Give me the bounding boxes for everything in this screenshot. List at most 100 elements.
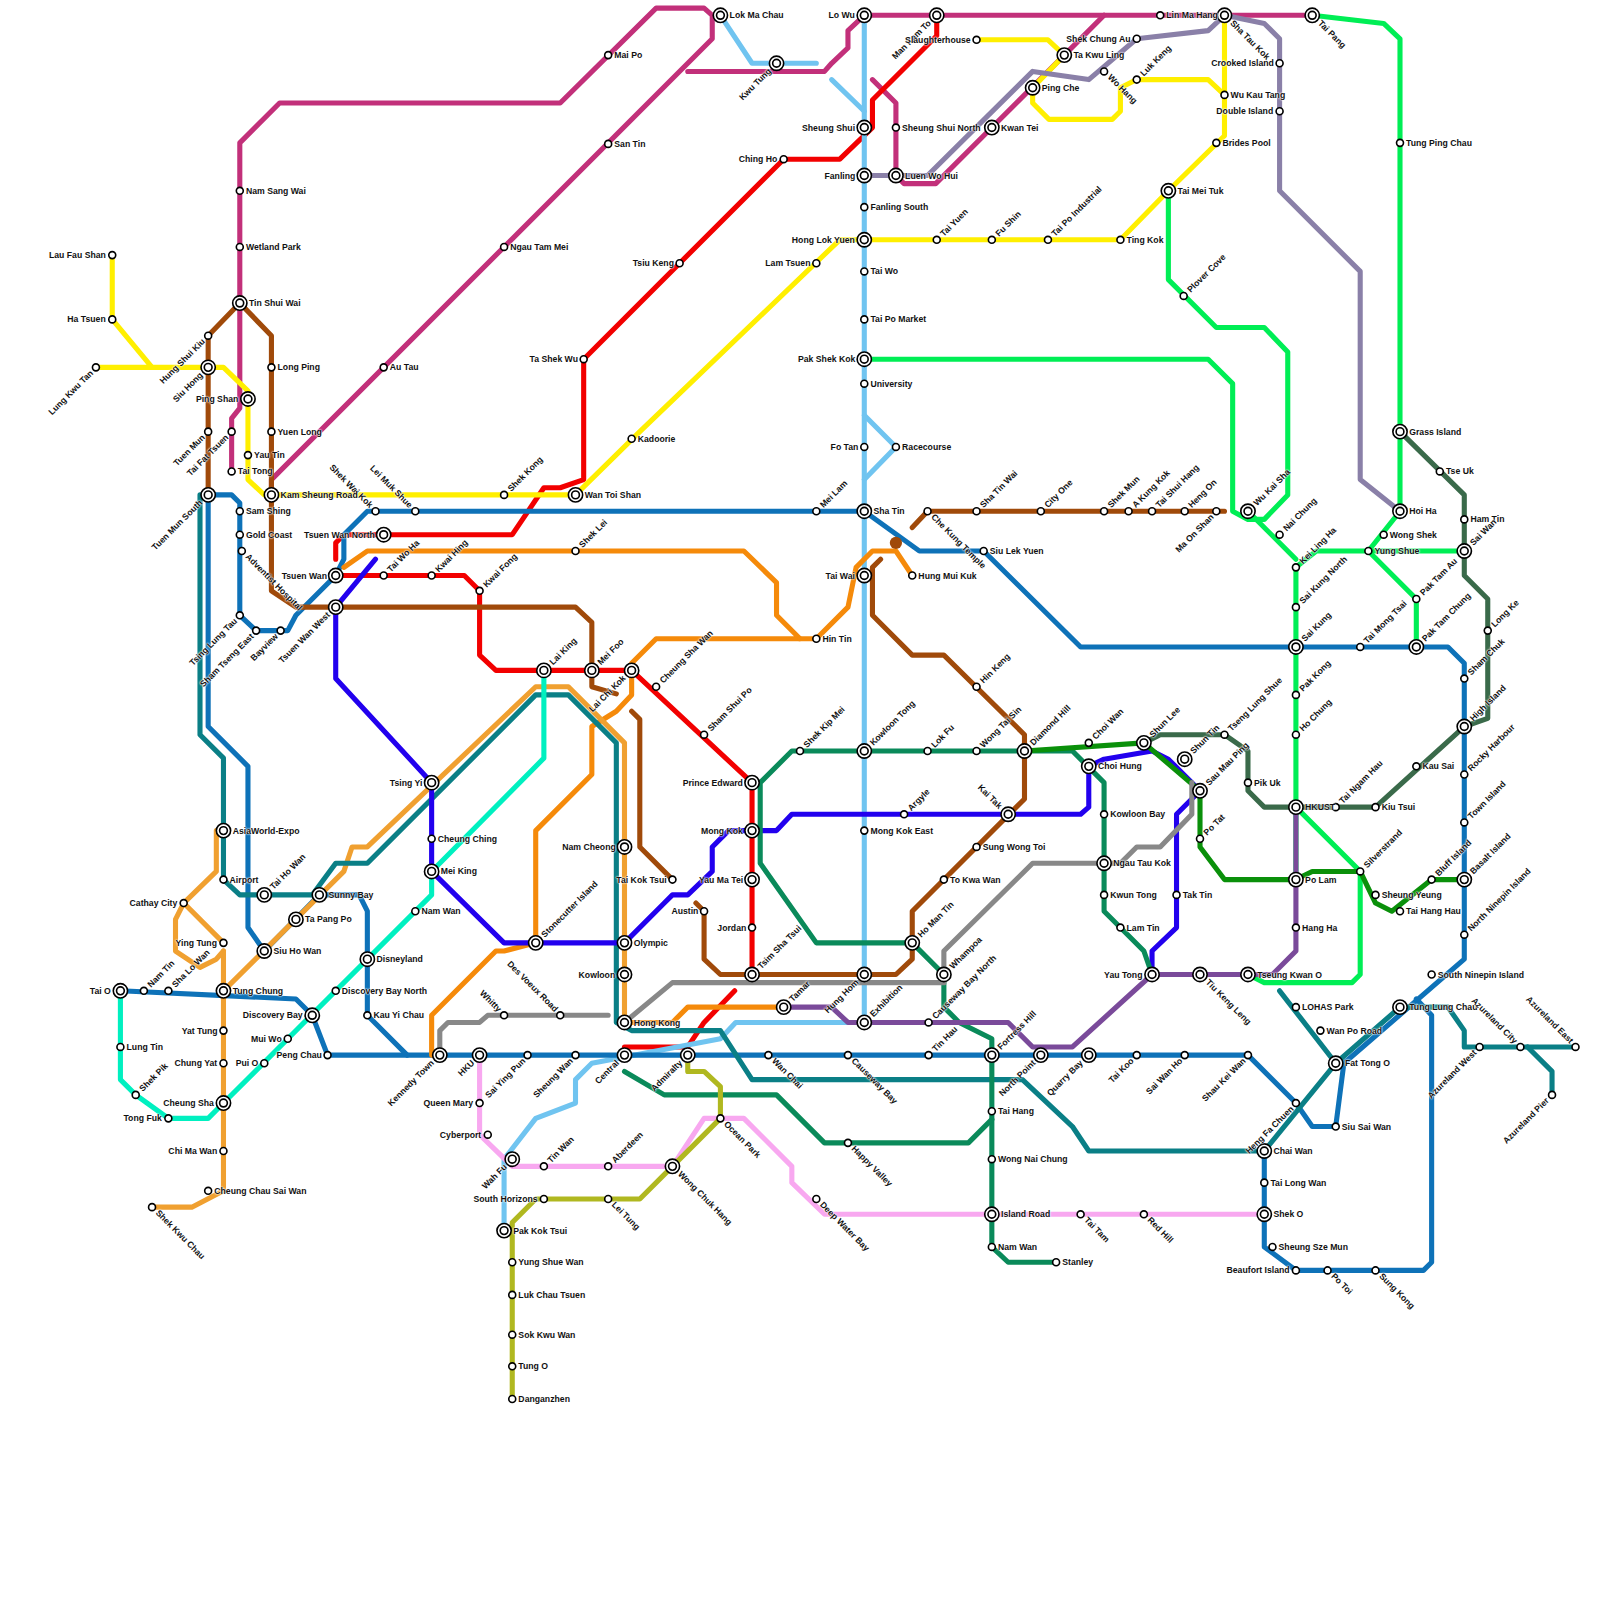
station-label: Mai Po bbox=[614, 51, 642, 60]
station-dot bbox=[1484, 627, 1491, 634]
station-label: Tai O bbox=[90, 986, 111, 995]
station-dot bbox=[509, 1396, 516, 1403]
metro-line bbox=[832, 80, 865, 112]
station-label: Beaufort Island bbox=[1227, 1266, 1290, 1275]
interchange-symbol bbox=[1026, 81, 1040, 95]
station-label: Sau Mau Ping bbox=[1204, 740, 1250, 786]
station-label: Exhibition bbox=[868, 983, 904, 1019]
station-label: Cheung Ching bbox=[438, 834, 497, 843]
station-label: Cyberport bbox=[440, 1130, 481, 1139]
interchange-symbol bbox=[236, 299, 244, 307]
station-dot bbox=[765, 1052, 772, 1059]
interchange-symbol bbox=[1004, 810, 1012, 818]
station-dot bbox=[509, 1363, 516, 1370]
station-dot bbox=[1133, 1052, 1140, 1059]
station-label: Lam Tsuen bbox=[765, 259, 810, 268]
station-label: Yau Tong bbox=[1104, 970, 1142, 979]
station-label: Tai Tong bbox=[238, 467, 273, 476]
interchange-symbol bbox=[505, 1152, 519, 1166]
metro-line bbox=[336, 511, 1465, 1126]
interchange-symbol bbox=[424, 864, 438, 878]
interchange-symbol bbox=[745, 776, 759, 790]
station-label: Town Island bbox=[1466, 780, 1507, 821]
station-label: Disneyland bbox=[377, 955, 423, 964]
station-dot bbox=[476, 587, 483, 594]
interchange-symbol bbox=[332, 603, 340, 611]
interchange-symbol bbox=[669, 1162, 677, 1170]
interchange-symbol bbox=[1332, 1059, 1340, 1067]
metro-line bbox=[864, 15, 1400, 511]
station-dot bbox=[509, 1331, 516, 1338]
interchange-symbol bbox=[540, 667, 548, 675]
station-dot bbox=[428, 835, 435, 842]
station-label: Lei Tung bbox=[610, 1200, 641, 1231]
station-dot bbox=[540, 1196, 547, 1203]
station-label: Hong Kong bbox=[634, 1018, 681, 1027]
station-dot bbox=[1077, 1211, 1084, 1218]
interchange-symbol bbox=[940, 971, 948, 979]
station-label: Aberdeen bbox=[610, 1130, 644, 1164]
station-label: Shek Wai Kok bbox=[327, 463, 373, 509]
station-dot bbox=[220, 1060, 227, 1067]
interchange-symbol bbox=[305, 1008, 319, 1022]
interchange-symbol bbox=[930, 8, 944, 22]
station-dot bbox=[412, 908, 419, 915]
station-dot bbox=[605, 52, 612, 59]
station-label: Sunny Bay bbox=[329, 890, 374, 899]
station-dot bbox=[165, 987, 172, 994]
station-label: Yuen Long bbox=[278, 427, 322, 436]
station-label: Sai Kung bbox=[1300, 610, 1333, 643]
interchange-symbol bbox=[748, 779, 756, 787]
interchange-symbol bbox=[617, 936, 631, 950]
interchange-symbol bbox=[908, 939, 916, 947]
station-dot bbox=[861, 204, 868, 211]
metro-line bbox=[912, 511, 1224, 527]
station-dot bbox=[1221, 731, 1228, 738]
station-label: Pak Tam Chung bbox=[1420, 591, 1472, 643]
interchange-symbol bbox=[113, 984, 127, 998]
station-label: Yau Tin bbox=[254, 451, 285, 460]
station-label: Mei Foo bbox=[596, 637, 625, 666]
station-dot bbox=[1324, 1267, 1331, 1274]
station-dot bbox=[1317, 1027, 1324, 1034]
station-dot bbox=[605, 1163, 612, 1170]
interchange-symbol bbox=[773, 59, 781, 67]
interchange-symbol bbox=[860, 124, 868, 132]
station-dot bbox=[220, 939, 227, 946]
station-label: Kowloon Tong bbox=[868, 699, 916, 747]
station-dot bbox=[509, 1291, 516, 1298]
station-dot bbox=[1357, 643, 1364, 650]
interchange-symbol bbox=[1289, 640, 1303, 654]
station-dot bbox=[1053, 1259, 1060, 1266]
interchange-symbol bbox=[985, 1048, 999, 1062]
interchange-symbol bbox=[329, 568, 343, 582]
station-dot bbox=[973, 748, 980, 755]
station-label: Stanley bbox=[1062, 1258, 1093, 1267]
station-dot bbox=[524, 1052, 531, 1059]
interchange-symbol bbox=[1329, 1056, 1343, 1070]
station-dot bbox=[253, 627, 260, 634]
station-label: Siu Lek Yuen bbox=[990, 546, 1044, 555]
metro-line bbox=[152, 15, 1224, 495]
station-label: Discovery Bay bbox=[243, 1011, 303, 1020]
station-label: San Tin bbox=[614, 139, 645, 148]
station-dot bbox=[277, 627, 284, 634]
interchange-symbol bbox=[769, 56, 783, 70]
station-label: City One bbox=[1042, 478, 1073, 509]
station-dot bbox=[1044, 236, 1051, 243]
station-dot bbox=[268, 428, 275, 435]
station-label: Kam Sheung Road bbox=[281, 490, 358, 499]
station-dot bbox=[1397, 908, 1404, 915]
station-label: Kau Sai bbox=[1422, 762, 1454, 771]
station-label: Ngau Tau Kok bbox=[1113, 859, 1171, 868]
interchange-symbol bbox=[860, 507, 868, 515]
interchange-symbol bbox=[424, 776, 438, 790]
station-dot bbox=[924, 748, 931, 755]
station-label: Kwai Hing bbox=[433, 538, 469, 574]
interchange-symbol bbox=[628, 667, 636, 675]
interchange-symbol bbox=[497, 1223, 511, 1237]
interchange-symbol bbox=[308, 1011, 316, 1019]
station-label: Nam Cheong bbox=[562, 842, 615, 851]
station-dot bbox=[749, 924, 756, 931]
interchange-symbol bbox=[745, 967, 759, 981]
